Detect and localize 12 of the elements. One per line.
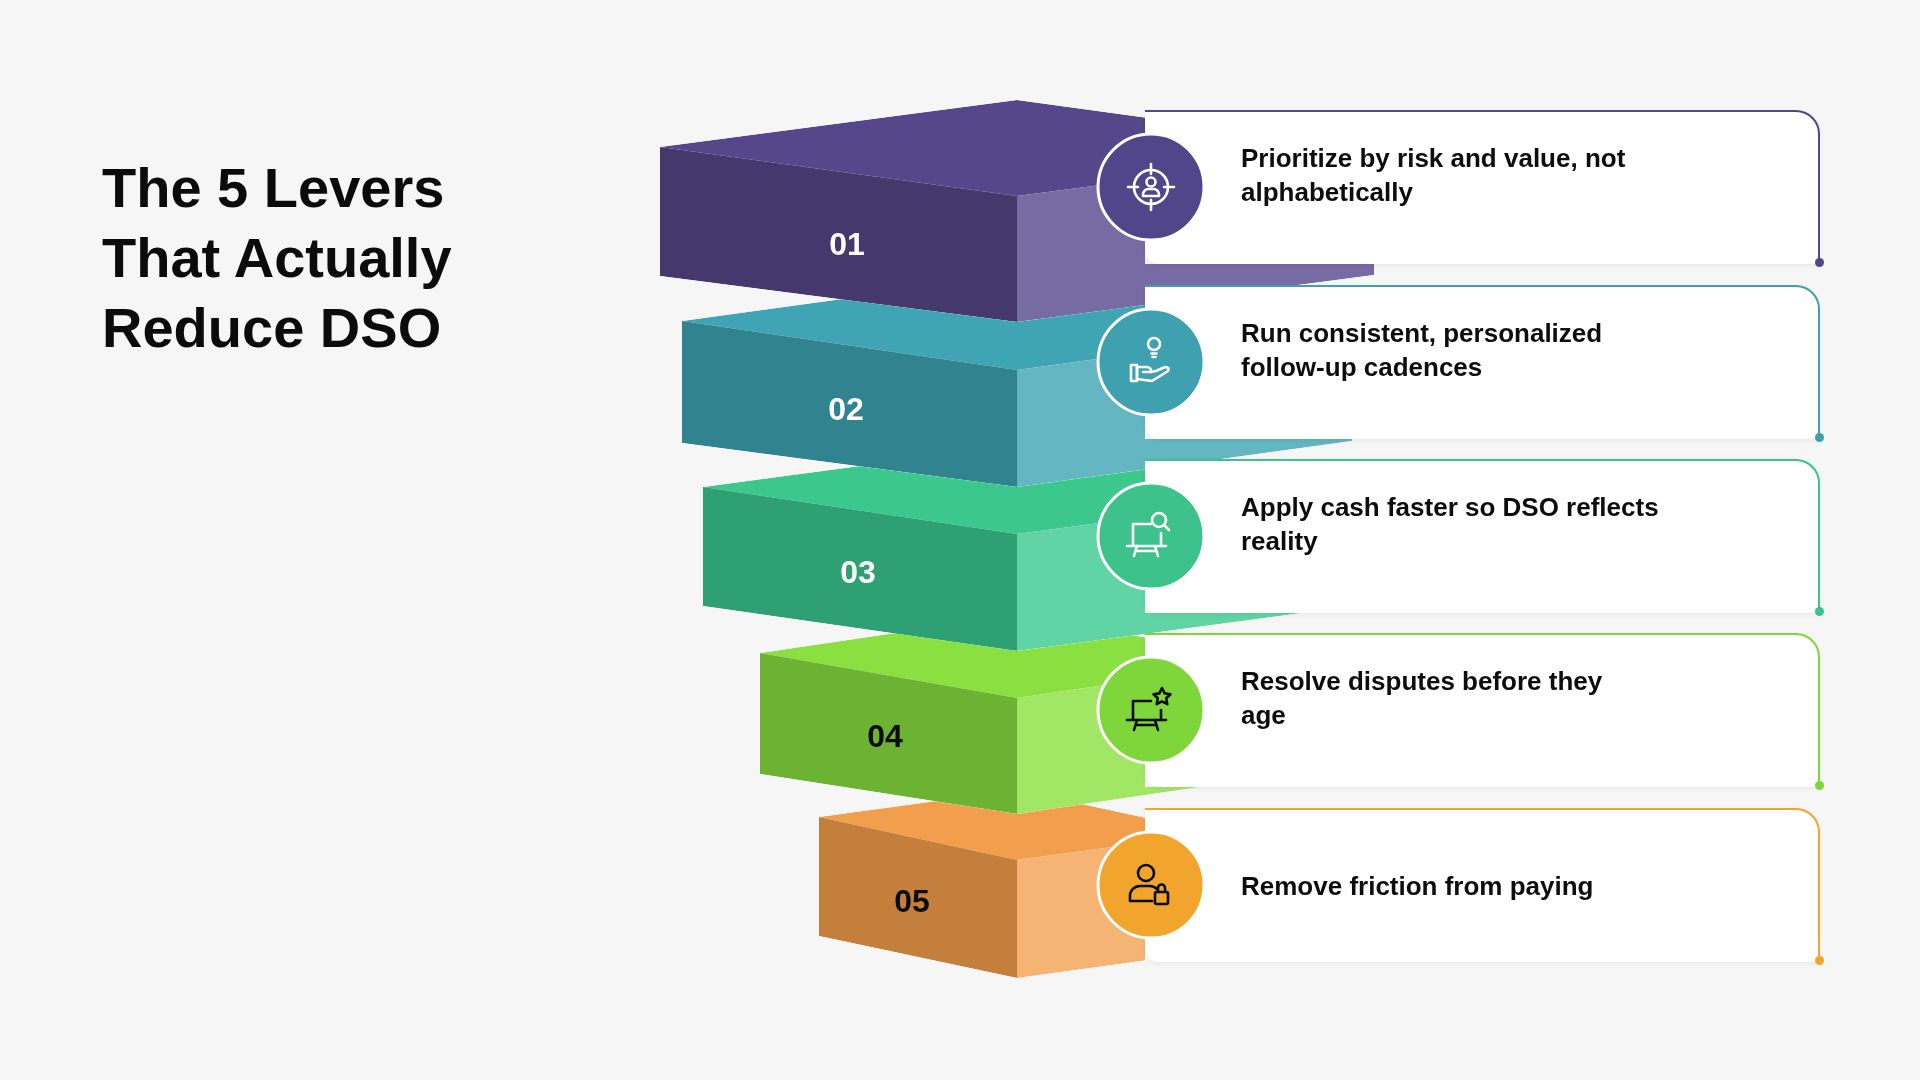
lever-text: Remove friction from paying (1241, 870, 1594, 903)
title: The 5 Levers That Actually Reduce DSO (102, 155, 453, 361)
lever-text: Apply cash faster so DSO reflects reality (1241, 491, 1660, 558)
step-number: 02 (828, 391, 864, 427)
step-number: 04 (867, 718, 903, 754)
step-block (819, 801, 1145, 978)
lever-text: Prioritize by risk and value, not alphabetically (1241, 142, 1627, 209)
step-number: 05 (894, 883, 930, 919)
lever-text: Run consistent, personalized follow-up cadences (1241, 317, 1604, 384)
step-number: 03 (840, 554, 876, 590)
lever-text: Resolve disputes before they age (1241, 665, 1604, 732)
step-number: 01 (829, 226, 865, 262)
